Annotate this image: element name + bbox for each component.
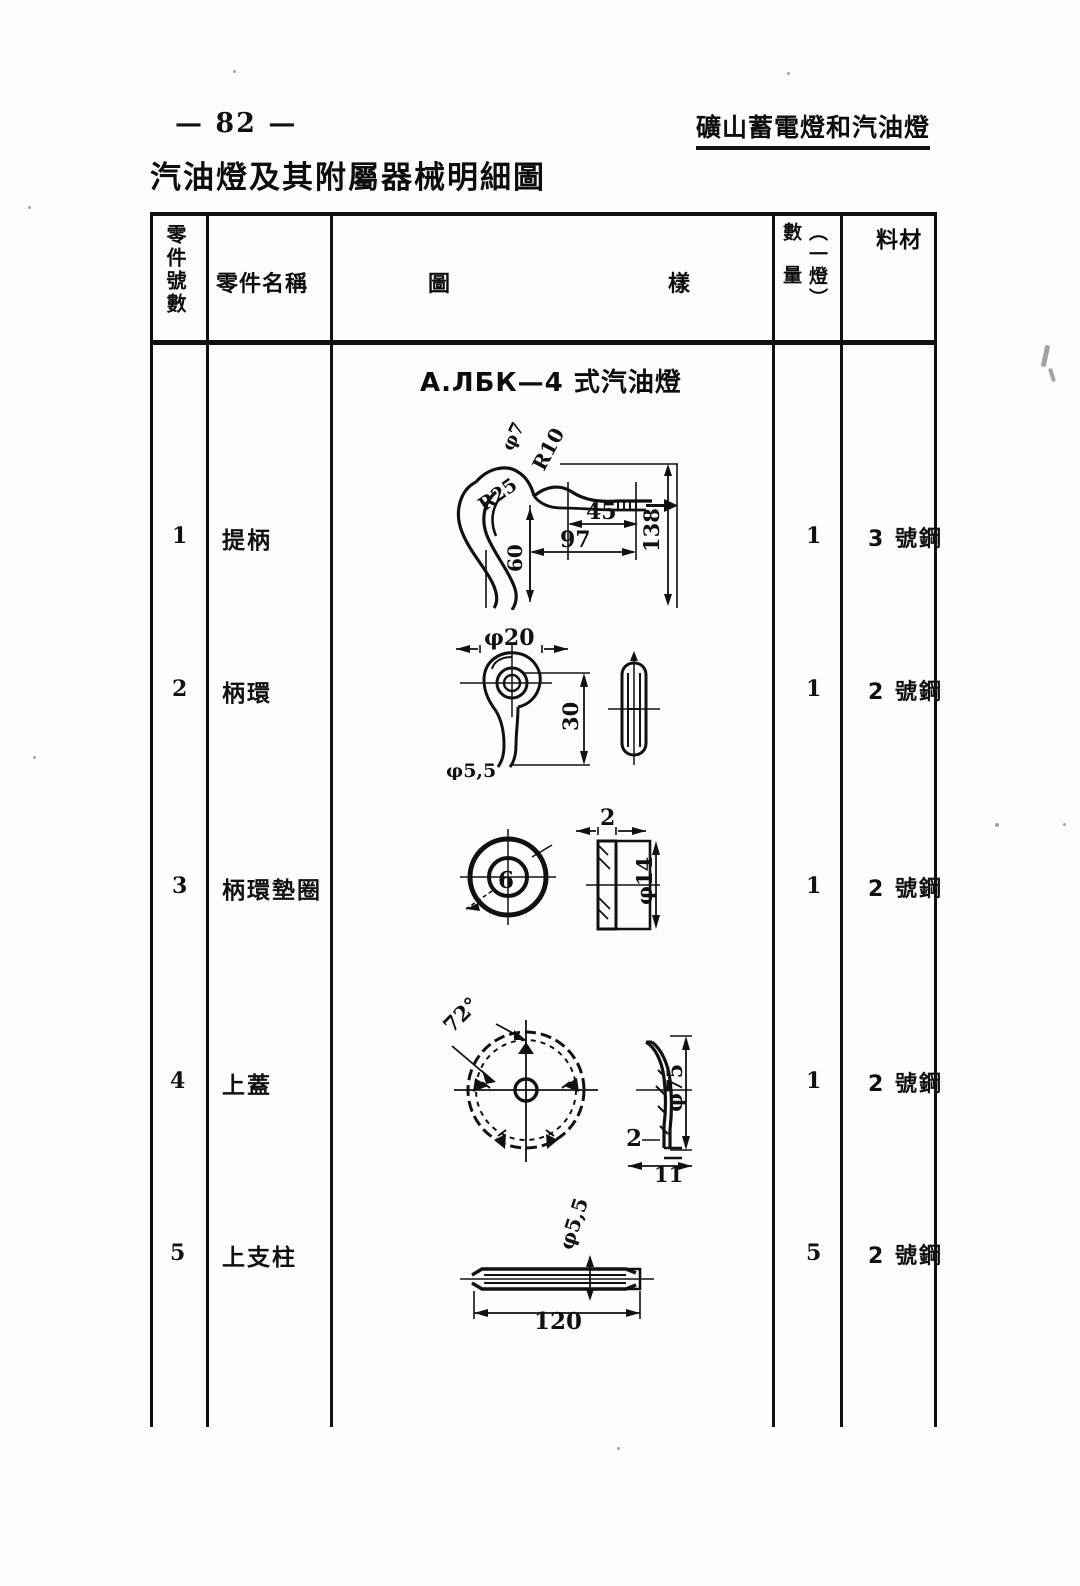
svg-text:120: 120 xyxy=(534,1308,582,1330)
row-5-name: 上支柱 xyxy=(222,1245,297,1271)
parts-table: 零件號數 零件名稱 圖 樣 數量 （一燈） 材料 xyxy=(150,212,937,1427)
section-title: А.ЛБК—4 式汽油燈 xyxy=(420,362,682,399)
scan-speck xyxy=(617,1447,620,1450)
svg-text:45: 45 xyxy=(586,499,617,525)
scan-speck xyxy=(1047,367,1057,383)
row-2-qty: 1 xyxy=(806,676,824,702)
col-rule-6 xyxy=(934,212,937,1427)
header-part-name: 零件名稱 xyxy=(216,272,309,297)
figure-row-1: 138 45 97 60 R10 R25 φ7 xyxy=(440,420,690,610)
svg-text:2: 2 xyxy=(600,805,615,831)
scan-speck xyxy=(33,756,36,759)
header-qty-sub: （一燈） xyxy=(805,222,828,310)
row-5-number: 5 xyxy=(170,1240,188,1266)
svg-text:φ5,5: φ5,5 xyxy=(446,760,496,780)
scan-speck xyxy=(28,206,31,209)
scan-speck xyxy=(995,823,999,827)
row-3-qty: 1 xyxy=(806,873,824,899)
svg-text:R10: R10 xyxy=(527,424,569,475)
row-2-material: 2 號鋼 xyxy=(868,680,943,705)
row-1-qty: 1 xyxy=(806,523,824,549)
row-4-material: 2 號鋼 xyxy=(868,1072,943,1097)
col-rule-2 xyxy=(206,212,209,1427)
scan-speck xyxy=(1040,344,1051,368)
figure-row-2: φ20 30 φ5,5 xyxy=(432,625,672,780)
col-rule-5 xyxy=(840,212,843,1427)
row-1-material: 3 號鋼 xyxy=(868,527,943,552)
figure-row-5: φ5,5 120 xyxy=(450,1195,690,1330)
svg-text:138: 138 xyxy=(639,508,664,552)
svg-text:φ5,5: φ5,5 xyxy=(554,1195,593,1253)
row-1-name: 提柄 xyxy=(222,528,272,554)
figure-row-4: 72° φ75 2 11 xyxy=(430,990,700,1185)
scan-speck xyxy=(1063,823,1066,826)
col-rule-1 xyxy=(150,212,153,1427)
page-title: 汽油燈及其附屬器械明細圖 xyxy=(150,160,546,196)
svg-text:φ7: φ7 xyxy=(498,420,530,454)
svg-text:R25: R25 xyxy=(474,474,521,516)
row-3-name: 柄環墊圈 xyxy=(222,878,322,904)
header-qty-main: 數量 xyxy=(779,222,802,308)
row-3-number: 3 xyxy=(172,873,190,899)
scan-speck xyxy=(787,72,790,75)
section-title-cn: 式汽油燈 xyxy=(573,368,682,398)
header-part-no: 零件號數 xyxy=(163,224,187,316)
svg-text:60: 60 xyxy=(503,544,527,572)
page-number: — 82 — xyxy=(175,108,298,139)
row-1-number: 1 xyxy=(172,523,190,549)
table-header-rule xyxy=(150,340,936,345)
running-head: 礦山蓄電燈和汽油燈 xyxy=(695,108,930,150)
header-material: 材料 xyxy=(872,228,921,284)
row-4-number: 4 xyxy=(170,1068,188,1094)
col-rule-3 xyxy=(330,212,333,1427)
col-rule-4 xyxy=(772,212,775,1427)
row-3-material: 2 號鋼 xyxy=(868,877,943,902)
table-top-rule xyxy=(150,212,936,216)
row-2-number: 2 xyxy=(172,676,190,702)
svg-text:2: 2 xyxy=(626,1125,642,1152)
svg-text:97: 97 xyxy=(560,527,591,553)
row-2-name: 柄環 xyxy=(222,681,272,707)
svg-text:72°: 72° xyxy=(438,992,484,1038)
row-5-qty: 5 xyxy=(806,1240,824,1266)
row-4-qty: 1 xyxy=(806,1068,824,1094)
svg-text:11: 11 xyxy=(654,1162,683,1185)
svg-text:φ14: φ14 xyxy=(632,857,657,905)
row-5-material: 2 號鋼 xyxy=(868,1244,943,1269)
row-4-name: 上蓋 xyxy=(222,1073,272,1099)
header-figure-right: 樣 xyxy=(668,272,692,297)
figure-row-3: 6 2 φ14 xyxy=(440,805,680,945)
section-title-latin: А.ЛБК—4 xyxy=(420,368,564,398)
scan-speck xyxy=(233,70,236,73)
svg-text:φ20: φ20 xyxy=(484,625,535,651)
svg-text:φ75: φ75 xyxy=(662,1064,687,1112)
svg-text:30: 30 xyxy=(558,702,583,731)
svg-text:6: 6 xyxy=(498,867,514,894)
header-figure-left: 圖 xyxy=(428,272,452,297)
